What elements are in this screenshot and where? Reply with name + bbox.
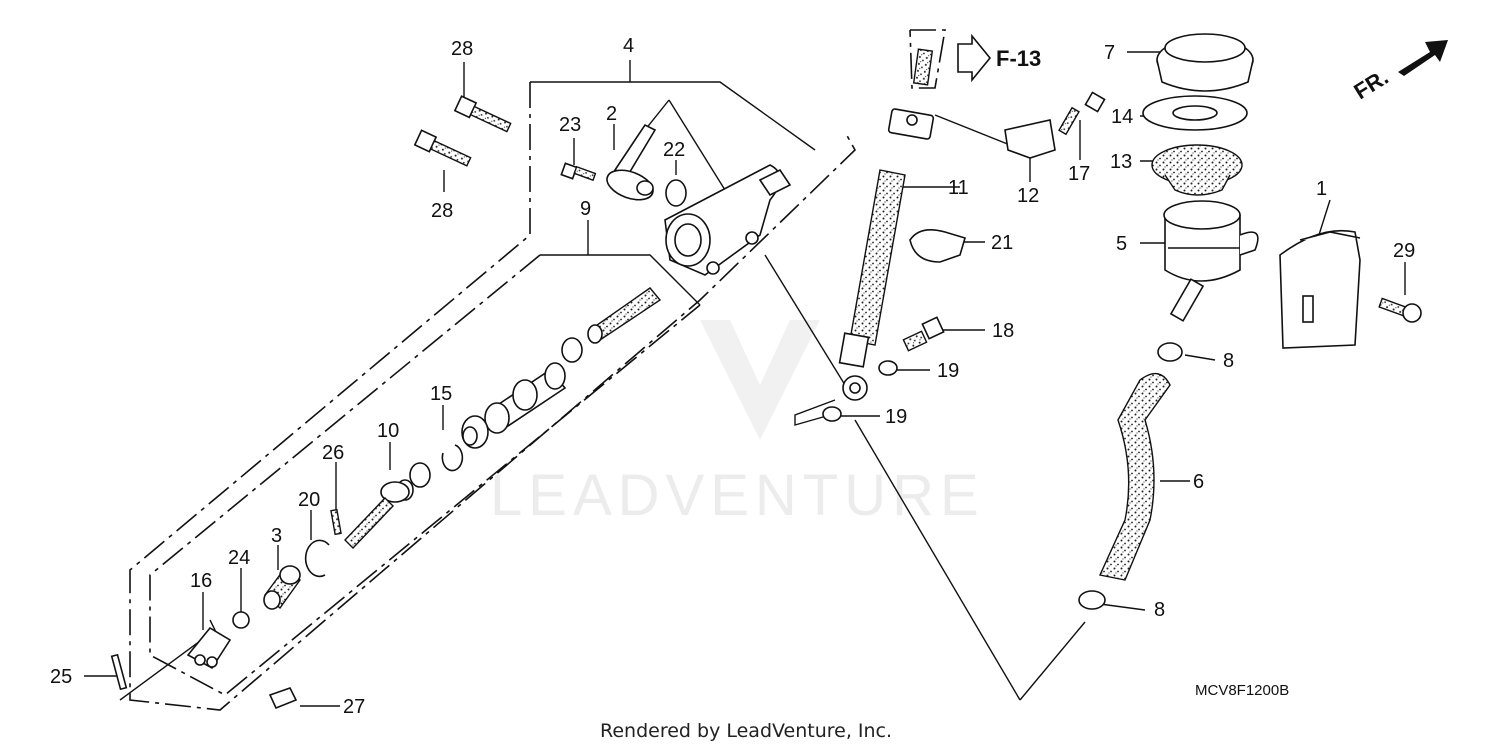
part-14-plate <box>1142 95 1248 131</box>
callout-12: 12 <box>1017 185 1039 207</box>
callout-4: 4 <box>623 35 634 57</box>
part-28-bolt-upper <box>453 95 512 133</box>
reference-arrow-label: F-13 <box>996 46 1041 71</box>
callout-9: 9 <box>580 198 591 220</box>
part-26-spring-pin <box>330 508 342 536</box>
callout-21: 21 <box>991 232 1013 254</box>
assembly-outline-4 <box>129 81 856 711</box>
part-10-pushrod <box>344 462 431 550</box>
callout-labels: 1 2 3 4 5 6 7 8 8 9 10 11 12 13 14 15 16… <box>50 35 1415 718</box>
callout-16: 16 <box>190 570 212 592</box>
part-15-circlip <box>441 444 464 472</box>
reference-arrow: F-13 <box>957 33 1041 83</box>
part-9-spring <box>587 287 662 344</box>
part-9-seat <box>561 337 583 363</box>
callout-15: 15 <box>430 383 452 405</box>
part-9-cup <box>461 415 489 449</box>
footer-credit: Rendered by LeadVenture, Inc. <box>600 720 892 742</box>
diagram-code: MCV8F1200B <box>1195 682 1289 699</box>
callout-5: 5 <box>1116 233 1127 255</box>
callout-8-lower: 8 <box>1154 599 1165 621</box>
part-13-diaphragm <box>1151 144 1243 196</box>
callout-13: 13 <box>1110 151 1132 173</box>
callout-24: 24 <box>228 547 250 569</box>
part-17-bolt <box>1058 91 1106 136</box>
callout-26: 26 <box>322 442 344 464</box>
part-29-screw <box>1378 297 1422 323</box>
part-9-piston <box>484 362 567 434</box>
callout-23: 23 <box>559 114 581 136</box>
callout-25: 25 <box>50 666 72 688</box>
callout-19-upper: 19 <box>937 360 959 382</box>
part-22-o-ring <box>665 179 687 207</box>
part-12-clip <box>1004 119 1056 159</box>
front-marker: FR. <box>1349 40 1448 104</box>
callout-10: 10 <box>377 420 399 442</box>
leader-lines <box>84 51 1406 707</box>
callout-11: 11 <box>948 177 969 199</box>
callout-7: 7 <box>1104 42 1115 64</box>
callout-1: 1 <box>1316 178 1327 200</box>
part-24-nut <box>232 611 250 629</box>
part-19-washer-lower <box>822 406 842 422</box>
callout-2: 2 <box>606 103 617 125</box>
part-6-hose <box>1098 372 1171 581</box>
part-7-reservoir-cap <box>1156 33 1254 92</box>
callout-3: 3 <box>271 525 282 547</box>
hose-outline <box>909 29 946 89</box>
callout-28-lower: 28 <box>431 200 453 222</box>
callout-8-upper: 8 <box>1223 350 1234 372</box>
callout-22: 22 <box>663 139 685 161</box>
callout-29: 29 <box>1393 240 1415 262</box>
watermark: LEADVENTURE <box>490 320 985 528</box>
callout-6: 6 <box>1193 471 1204 493</box>
part-8-clip-upper <box>1157 342 1183 362</box>
part-16-clevis <box>186 626 232 670</box>
callout-20: 20 <box>298 489 320 511</box>
part-11-brake-hose <box>838 48 935 401</box>
part-1-cover <box>1279 229 1361 349</box>
watermark-text: LEADVENTURE <box>490 463 985 528</box>
master-cylinder-body <box>664 164 792 276</box>
assembly-outline-9 <box>149 254 701 696</box>
callout-17: 17 <box>1068 163 1090 185</box>
part-18-banjo-bolt <box>902 316 945 352</box>
part-19-washer-upper <box>878 360 898 376</box>
part-25-cotter-pin <box>110 653 128 691</box>
part-27-pin <box>268 687 298 710</box>
front-marker-label: FR. <box>1349 64 1392 104</box>
part-5-reservoir <box>1163 200 1259 322</box>
part-8-clip-lower <box>1078 590 1106 610</box>
part-28-bolt-lower <box>413 129 472 167</box>
part-23-bolt <box>560 162 597 182</box>
callout-14: 14 <box>1111 106 1133 128</box>
callout-19-lower: 19 <box>885 406 907 428</box>
part-2-joint <box>606 123 657 201</box>
part-20-circlip <box>304 539 330 578</box>
part-21-clamp <box>909 229 966 263</box>
callout-18: 18 <box>992 320 1014 342</box>
callout-28-upper: 28 <box>451 38 473 60</box>
callout-27: 27 <box>343 696 365 718</box>
part-3-boot <box>263 565 301 610</box>
